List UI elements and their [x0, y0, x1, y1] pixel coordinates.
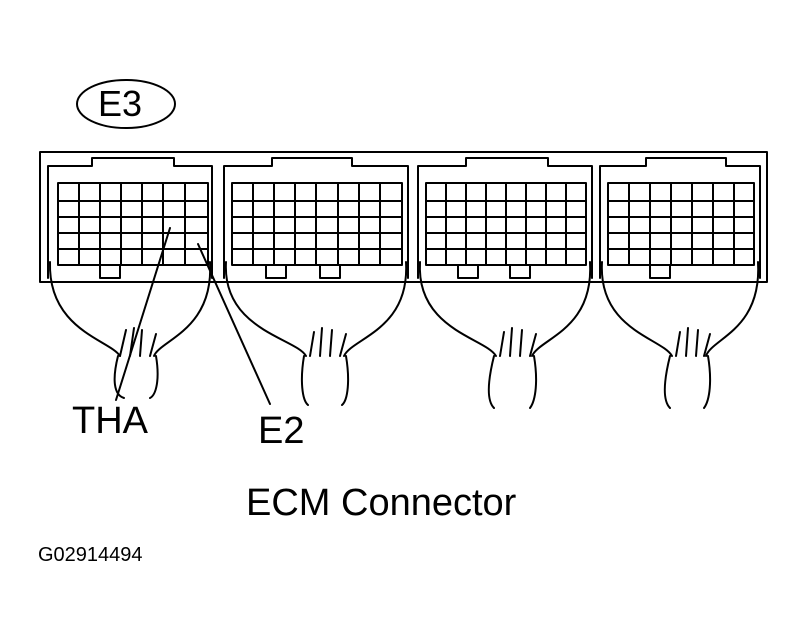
connector-block-3 [417, 157, 593, 279]
connector-housing [39, 151, 768, 283]
tha-pin-label: THA [72, 400, 148, 442]
figure-caption: ECM Connector [246, 482, 517, 524]
connector-block-1 [47, 157, 213, 279]
connector-id-badge [76, 79, 176, 129]
tha-leader-line [115, 227, 171, 401]
wire-harness-4 [600, 261, 760, 409]
wire-harness-3 [418, 261, 592, 409]
connector-block-4 [599, 157, 761, 279]
wire-harness-1 [48, 261, 212, 399]
wire-harness-2 [224, 261, 408, 406]
figure-code: G02914494 [38, 544, 143, 566]
connector-block-2 [223, 157, 409, 279]
e2-pin-label: E2 [258, 410, 305, 452]
connector-id-label: E3 [98, 83, 143, 124]
e2-leader-line [197, 243, 271, 405]
